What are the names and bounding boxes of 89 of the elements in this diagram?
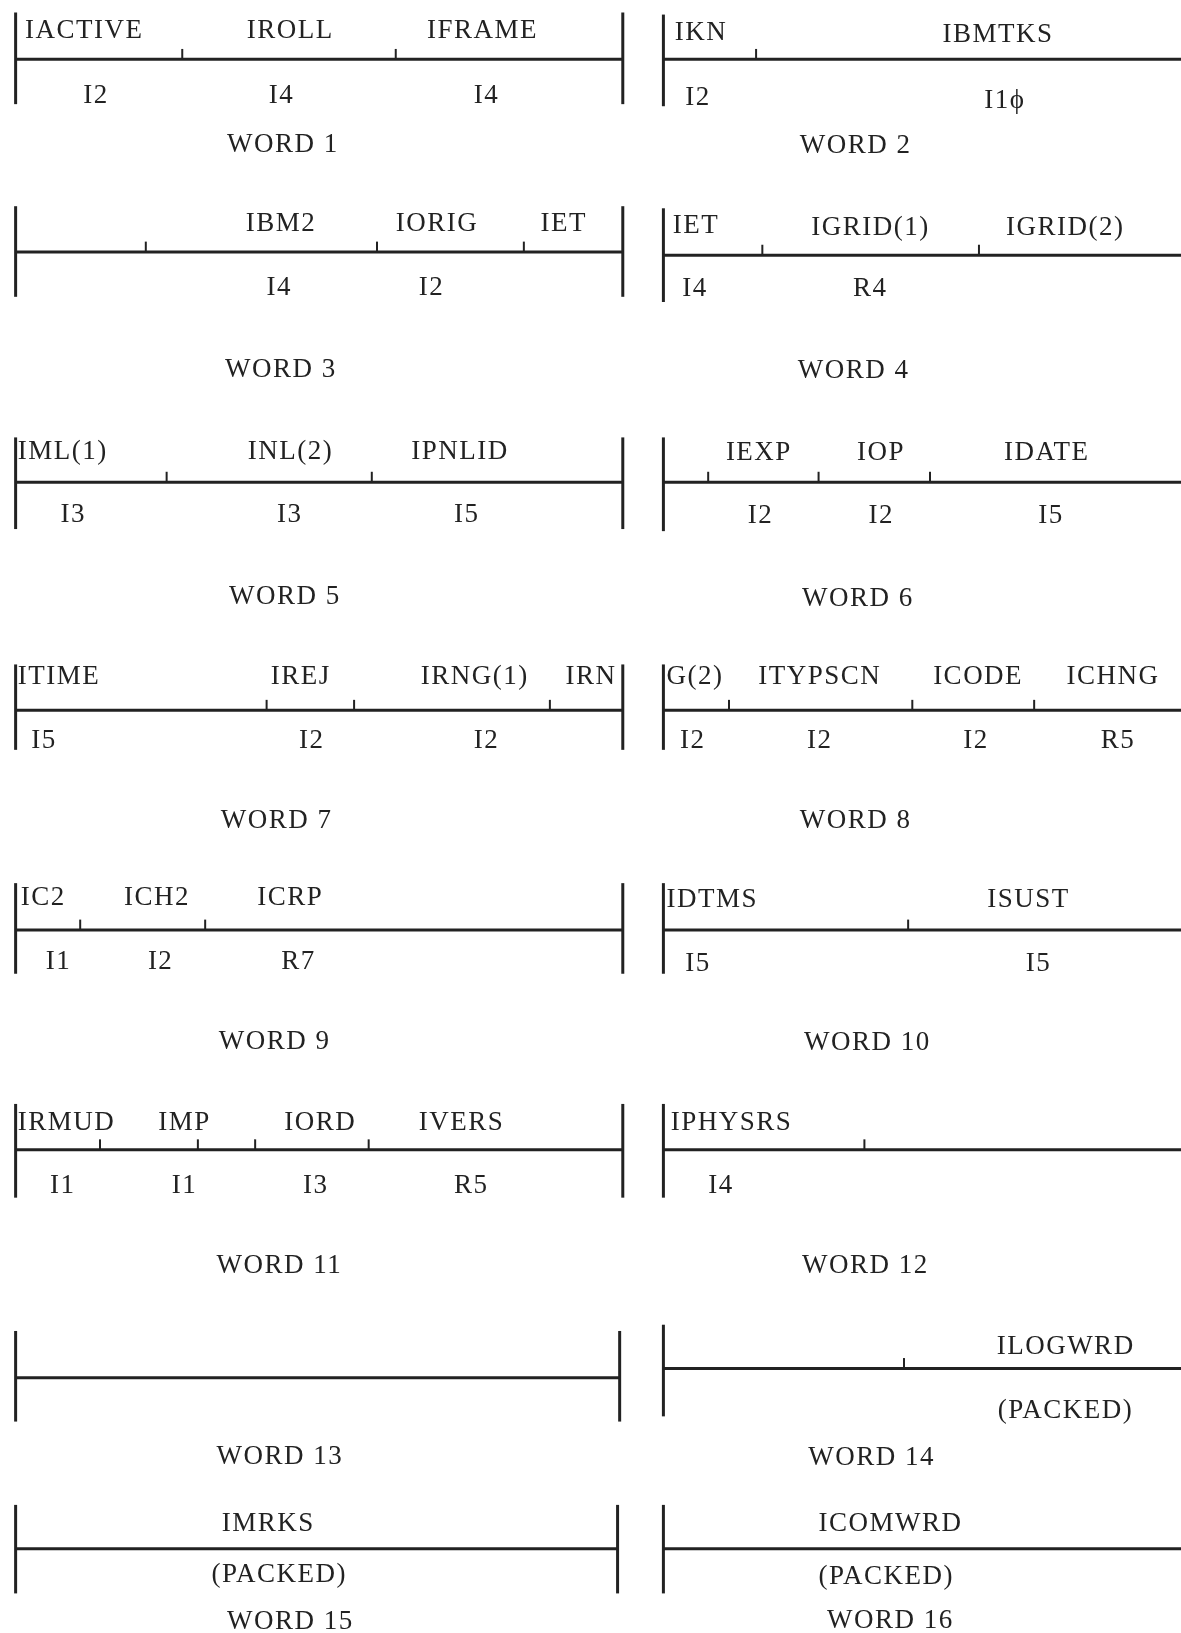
field-name: ICODE — [933, 659, 1024, 690]
field-name: IET — [672, 208, 720, 239]
field-type: I4 — [473, 78, 500, 109]
field-type: I2 — [747, 499, 774, 530]
field-name: IACTIVE — [25, 14, 144, 45]
field-name: IROLL — [246, 14, 334, 45]
field-type: I4 — [708, 1169, 734, 1200]
field-type: I2 — [147, 945, 174, 976]
word-caption: WORD 7 — [220, 803, 333, 834]
field-type: I3 — [303, 1169, 329, 1200]
field-name: IDATE — [1003, 435, 1090, 466]
field-name: IBMTKS — [942, 18, 1054, 49]
field-type: I1 — [171, 1169, 198, 1200]
word-caption: WORD 2 — [799, 128, 912, 159]
field-name: IKN — [674, 16, 728, 47]
field-type: I2 — [963, 724, 989, 755]
field-type: I2 — [83, 78, 109, 109]
field-type: I2 — [473, 724, 500, 755]
field-name: ICH2 — [123, 880, 190, 911]
field-type: R7 — [281, 945, 316, 976]
field-name: IGRID(1) — [811, 211, 930, 241]
field-name: G(2) — [666, 659, 724, 690]
field-type: I5 — [1038, 499, 1064, 530]
word-caption: WORD 15 — [227, 1605, 354, 1633]
field-name: IC2 — [20, 880, 66, 911]
field-name: IGRID(2) — [1006, 211, 1125, 241]
field-type: I4 — [268, 78, 295, 109]
word-caption: WORD 14 — [808, 1440, 935, 1471]
field-type: I3 — [277, 498, 303, 529]
word-caption: WORD 9 — [218, 1025, 331, 1056]
field-type: R4 — [852, 272, 888, 303]
word-caption: WORD 11 — [216, 1249, 343, 1280]
field-type: I5 — [454, 498, 480, 529]
field-name: ITYPSCN — [758, 659, 882, 690]
field-type: I2 — [685, 80, 711, 111]
field-name: IMP — [158, 1105, 211, 1136]
field-type: I2 — [680, 724, 706, 755]
field-type: I5 — [31, 724, 57, 755]
word-caption: WORD 10 — [804, 1026, 931, 1057]
word-caption: WORD 3 — [224, 352, 337, 383]
word-caption: WORD 1 — [227, 127, 339, 158]
field-name: IPHYSRS — [670, 1105, 793, 1136]
field-name: IVERS — [418, 1105, 505, 1136]
field-type: I4 — [682, 272, 708, 303]
field-type: I2 — [807, 724, 833, 755]
field-type: R5 — [1100, 724, 1136, 755]
field-type: I3 — [60, 498, 86, 529]
field-name: IML(1) — [17, 434, 108, 465]
field-name: (PACKED) — [818, 1559, 955, 1590]
field-name: IMRKS — [221, 1506, 315, 1537]
field-name: IPNLID — [411, 434, 509, 465]
field-name: (PACKED) — [997, 1394, 1134, 1425]
field-type: I5 — [685, 947, 711, 978]
field-type: I4 — [266, 271, 293, 302]
field-name: ICOMWRD — [818, 1506, 963, 1537]
word-caption: WORD 4 — [797, 353, 910, 384]
field-name: ITIME — [17, 659, 101, 690]
field-name: ISUST — [987, 882, 1070, 913]
field-type: I5 — [1025, 947, 1052, 978]
field-type: I1ϕ — [984, 83, 1026, 114]
field-name: (PACKED) — [211, 1557, 347, 1588]
field-name: IDTMS — [666, 882, 759, 913]
field-name: IRNG(1) — [420, 659, 529, 690]
field-type: I2 — [418, 271, 445, 302]
word-caption: WORD 13 — [216, 1439, 344, 1470]
word-caption: WORD 5 — [229, 579, 341, 610]
field-name: IET — [540, 206, 587, 237]
field-name: IRN — [565, 659, 617, 690]
field-name: IFRAME — [427, 14, 538, 45]
field-type: I1 — [45, 945, 72, 976]
field-name: ICHNG — [1066, 659, 1160, 690]
field-type: R5 — [454, 1169, 489, 1200]
field-type: I1 — [50, 1169, 76, 1200]
field-name: IRMUD — [17, 1105, 116, 1136]
field-name: IORIG — [395, 206, 479, 237]
field-name: ILOGWRD — [996, 1329, 1135, 1360]
word-caption: WORD 8 — [799, 803, 912, 834]
field-name: ICRP — [257, 880, 324, 911]
field-name: IEXP — [725, 435, 792, 466]
word-caption: WORD 6 — [801, 581, 914, 612]
word-caption: WORD 12 — [801, 1249, 929, 1280]
field-name: IREJ — [270, 659, 331, 690]
word-caption: WORD 16 — [826, 1604, 954, 1633]
field-name: IORD — [284, 1105, 357, 1136]
field-type: I2 — [868, 499, 895, 530]
field-name: INL(2) — [247, 434, 334, 465]
field-name: IBM2 — [245, 206, 317, 237]
field-name: IOP — [857, 435, 906, 466]
field-type: I2 — [298, 724, 325, 755]
